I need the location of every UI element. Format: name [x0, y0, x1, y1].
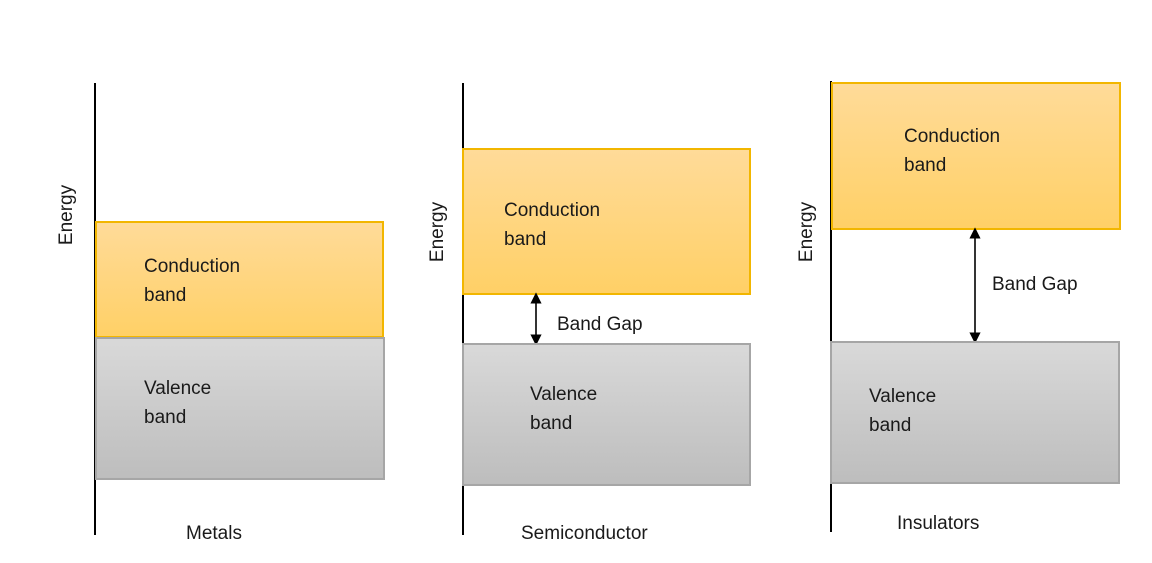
semiconductor-panel: Energy Conduction band Band Gap Valence … [427, 83, 751, 544]
semiconductor-energy-label: Energy [427, 201, 448, 262]
metals-conduction-label-line2: band [144, 285, 186, 306]
insulators-energy-label: Energy [796, 201, 817, 262]
metals-caption: Metals [186, 523, 242, 544]
insulators-conduction-label-line2: band [904, 155, 946, 176]
metals-valence-band [95, 337, 385, 480]
semiconductor-conduction-label-line1: Conduction [504, 200, 600, 221]
insulators-valence-label-line2: band [869, 415, 911, 436]
insulators-conduction-band [831, 82, 1121, 230]
semiconductor-valence-label-line1: Valence [530, 384, 597, 405]
insulators-valence-band [830, 341, 1120, 484]
insulators-valence-label-line1: Valence [869, 386, 936, 407]
metals-valence-label-line2: band [144, 407, 186, 428]
metals-conduction-band [95, 221, 384, 338]
insulators-caption: Insulators [897, 513, 979, 534]
semiconductor-conduction-band [462, 148, 751, 295]
metals-panel: Energy Conduction band Valence band Meta… [56, 83, 385, 544]
semiconductor-conduction-label-line2: band [504, 229, 546, 250]
metals-conduction-label-line1: Conduction [144, 256, 240, 277]
semiconductor-valence-label-line2: band [530, 413, 572, 434]
semiconductor-caption: Semiconductor [521, 523, 648, 544]
insulators-conduction-label-line1: Conduction [904, 126, 1000, 147]
metals-energy-label: Energy [56, 184, 77, 245]
insulators-panel: Energy Conduction band Band Gap Valence … [796, 81, 1121, 534]
semiconductor-band-gap-label: Band Gap [557, 314, 643, 335]
insulators-band-gap-label: Band Gap [992, 274, 1078, 295]
metals-valence-label-line1: Valence [144, 378, 211, 399]
semiconductor-valence-band [462, 343, 751, 486]
